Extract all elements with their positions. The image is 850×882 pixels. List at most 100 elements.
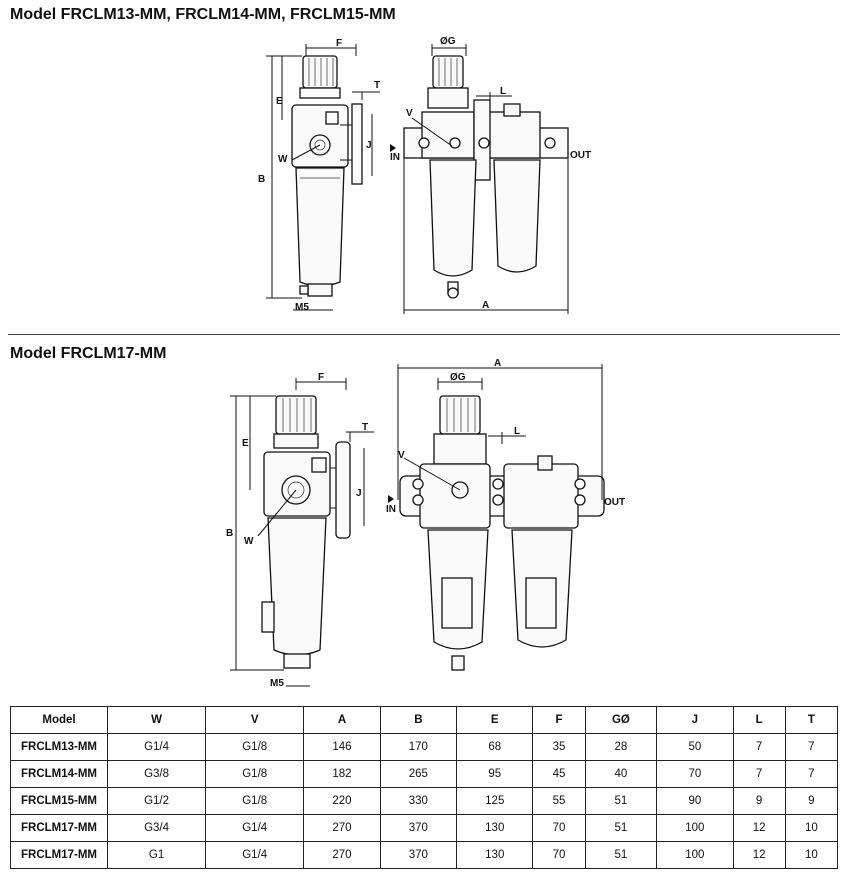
dim-label-out-bottom: OUT bbox=[604, 497, 625, 508]
col-header-t: T bbox=[784, 706, 839, 734]
cell-e: 130 bbox=[456, 841, 534, 869]
cell-g: 40 bbox=[584, 760, 658, 788]
cell-e: 125 bbox=[456, 787, 534, 815]
dim-label-g: ØG bbox=[440, 36, 456, 47]
table-row: FRCLM14-MM G3/8 G1/8 182 265 95 45 40 70… bbox=[10, 760, 839, 788]
front-view-bottom bbox=[388, 364, 605, 671]
cell-b: 265 bbox=[379, 760, 458, 788]
cell-w: G1 bbox=[106, 841, 207, 869]
cell-w: G3/8 bbox=[106, 760, 207, 788]
heading-top-models: Model FRCLM13-MM, FRCLM14-MM, FRCLM15-MM bbox=[10, 6, 396, 23]
cell-l: 7 bbox=[732, 760, 786, 788]
drawing-top-models: F T E J B W M5 ØG L V IN OUT A bbox=[258, 36, 591, 314]
col-header-j: J bbox=[656, 706, 734, 734]
cell-a: 270 bbox=[303, 841, 381, 869]
col-header-w: W bbox=[106, 706, 207, 734]
dim-label-in: IN bbox=[390, 152, 400, 163]
dim-label-e: E bbox=[276, 96, 283, 107]
col-header-model: Model bbox=[10, 706, 108, 734]
dim-label-in-bottom: IN bbox=[386, 504, 396, 515]
cell-g: 51 bbox=[584, 841, 658, 869]
dim-label-t-bottom: T bbox=[362, 422, 368, 433]
dim-label-e-bottom: E bbox=[242, 438, 249, 449]
dim-label-g-bottom: ØG bbox=[450, 372, 466, 383]
cell-e: 130 bbox=[456, 814, 534, 842]
cell-a: 220 bbox=[303, 787, 381, 815]
side-view-bottom bbox=[230, 378, 374, 687]
dim-label-w-bottom: W bbox=[244, 536, 254, 547]
cell-f: 35 bbox=[532, 733, 586, 761]
table-row: FRCLM17-MM G3/4 G1/4 270 370 130 70 51 1… bbox=[10, 814, 839, 842]
dim-label-m5: M5 bbox=[295, 302, 309, 313]
cell-t: 9 bbox=[784, 787, 839, 815]
cell-l: 7 bbox=[732, 733, 786, 761]
cell-t: 10 bbox=[784, 814, 839, 842]
cell-j: 50 bbox=[656, 733, 734, 761]
cell-w: G1/2 bbox=[106, 787, 207, 815]
cell-model: FRCLM14-MM bbox=[10, 760, 108, 788]
dim-label-b-bottom: B bbox=[226, 528, 233, 539]
cell-g: 51 bbox=[584, 814, 658, 842]
spec-table: Model W V A B E F GØ J L T FRCLM13-MM G1… bbox=[10, 706, 839, 869]
cell-a: 270 bbox=[303, 814, 381, 842]
cell-f: 70 bbox=[532, 841, 586, 869]
cell-a: 146 bbox=[303, 733, 381, 761]
col-header-e: E bbox=[456, 706, 534, 734]
dim-label-v-bottom: V bbox=[398, 450, 405, 461]
side-view-top bbox=[266, 44, 380, 311]
cell-v: G1/8 bbox=[205, 760, 305, 788]
cell-w: G1/4 bbox=[106, 733, 207, 761]
cell-g: 28 bbox=[584, 733, 658, 761]
cell-model: FRCLM17-MM bbox=[10, 814, 108, 842]
cell-g: 51 bbox=[584, 787, 658, 815]
cell-v: G1/8 bbox=[205, 787, 305, 815]
cell-v: G1/8 bbox=[205, 733, 305, 761]
dim-label-t: T bbox=[374, 80, 380, 91]
heading-bottom-model: Model FRCLM17-MM bbox=[10, 345, 167, 362]
dim-label-w: W bbox=[278, 154, 288, 165]
dim-label-a: A bbox=[482, 300, 489, 311]
cell-l: 12 bbox=[732, 814, 786, 842]
cell-model: FRCLM13-MM bbox=[10, 733, 108, 761]
cell-t: 7 bbox=[784, 733, 839, 761]
cell-b: 170 bbox=[379, 733, 458, 761]
cell-f: 55 bbox=[532, 787, 586, 815]
col-header-v: V bbox=[205, 706, 305, 734]
dim-label-m5-bottom: M5 bbox=[270, 678, 284, 689]
dim-label-j: J bbox=[366, 140, 372, 151]
dim-label-out: OUT bbox=[570, 150, 591, 161]
dim-label-v: V bbox=[406, 108, 413, 119]
cell-f: 70 bbox=[532, 814, 586, 842]
cell-j: 90 bbox=[656, 787, 734, 815]
cell-l: 12 bbox=[732, 841, 786, 869]
cell-b: 330 bbox=[379, 787, 458, 815]
cell-l: 9 bbox=[732, 787, 786, 815]
cell-b: 370 bbox=[379, 814, 458, 842]
cell-j: 100 bbox=[656, 841, 734, 869]
dim-label-f-bottom: F bbox=[318, 372, 324, 383]
cell-model: FRCLM15-MM bbox=[10, 787, 108, 815]
cell-b: 370 bbox=[379, 841, 458, 869]
dim-label-j-bottom: J bbox=[356, 488, 362, 499]
cell-t: 7 bbox=[784, 760, 839, 788]
table-row: FRCLM13-MM G1/4 G1/8 146 170 68 35 28 50… bbox=[10, 733, 839, 761]
dim-label-f: F bbox=[336, 38, 342, 49]
col-header-l: L bbox=[732, 706, 786, 734]
dim-label-l: L bbox=[500, 86, 506, 97]
cell-v: G1/4 bbox=[205, 814, 305, 842]
cell-e: 68 bbox=[456, 733, 534, 761]
section-divider bbox=[8, 334, 840, 335]
table-header-row: Model W V A B E F GØ J L T bbox=[10, 706, 839, 734]
cell-w: G3/4 bbox=[106, 814, 207, 842]
dimension-labels-bottom: F T E J B W M5 A ØG L V IN OUT bbox=[226, 358, 625, 689]
cell-model: FRCLM17-MM bbox=[10, 841, 108, 869]
cell-t: 10 bbox=[784, 841, 839, 869]
cell-j: 70 bbox=[656, 760, 734, 788]
table-row: FRCLM17-MM G1 G1/4 270 370 130 70 51 100… bbox=[10, 841, 839, 869]
col-header-a: A bbox=[303, 706, 381, 734]
cell-e: 95 bbox=[456, 760, 534, 788]
front-view-top bbox=[390, 44, 569, 314]
dim-label-b: B bbox=[258, 174, 265, 185]
col-header-b: B bbox=[379, 706, 458, 734]
cell-a: 182 bbox=[303, 760, 381, 788]
